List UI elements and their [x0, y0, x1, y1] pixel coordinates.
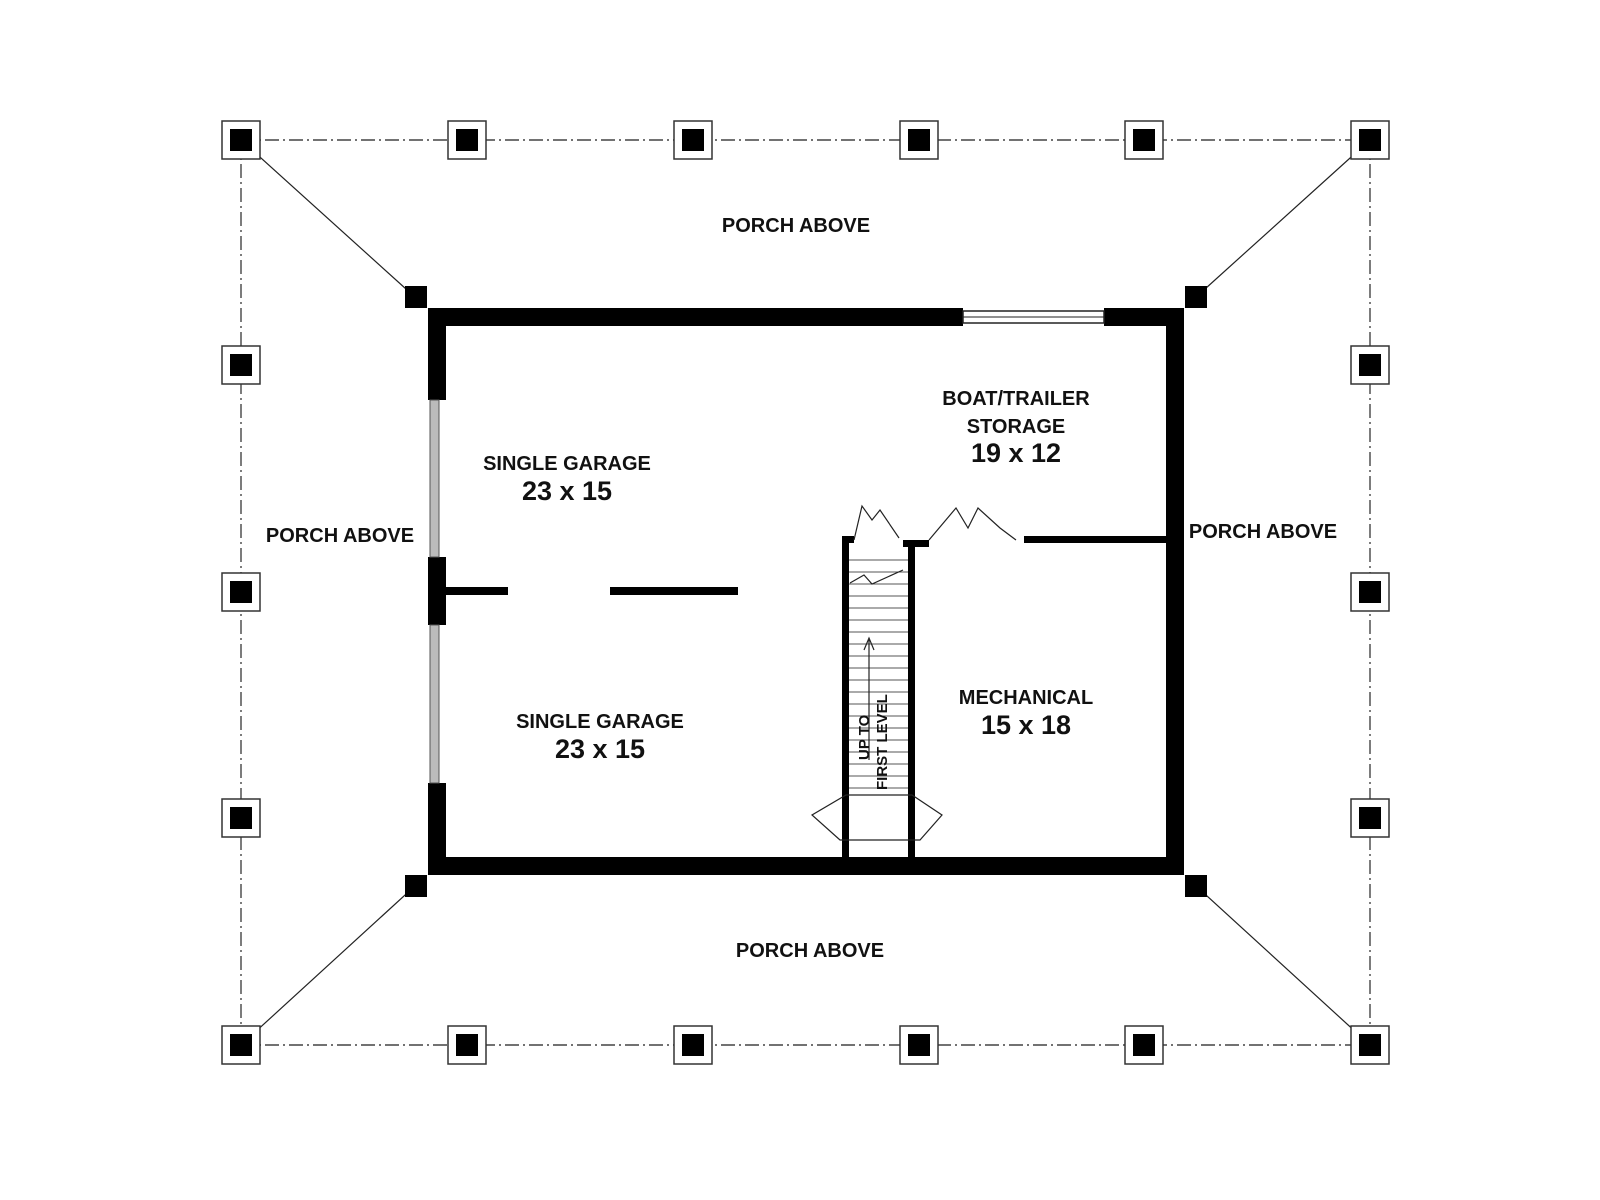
mechanical-name: MECHANICAL — [959, 687, 1093, 709]
porch-above-left: PORCH ABOVE — [266, 525, 414, 547]
bifold-doors — [853, 504, 1017, 541]
porch-above-right: PORCH ABOVE — [1189, 521, 1337, 543]
porch-outline — [240, 139, 1371, 1046]
porch-post — [1350, 1025, 1390, 1065]
exterior-walls — [428, 308, 1184, 875]
garage-bottom-name: SINGLE GARAGE — [516, 711, 684, 733]
porch-post — [1350, 572, 1390, 612]
garage-bottom-size: 23 x 15 — [555, 734, 645, 764]
porch-post — [899, 120, 939, 160]
boat-storage-name-1: BOAT/TRAILER — [942, 388, 1090, 410]
porch-post — [1124, 120, 1164, 160]
porch-post — [1350, 120, 1390, 160]
porch-post — [221, 345, 261, 385]
porch-post — [673, 1025, 713, 1065]
staircase — [849, 559, 908, 789]
stair-landing — [810, 794, 943, 841]
porch-posts — [221, 120, 1390, 1065]
porch-post — [1350, 798, 1390, 838]
mechanical-size: 15 x 18 — [981, 710, 1071, 740]
stair-arrow — [849, 569, 904, 760]
boat-storage-size: 19 x 12 — [971, 438, 1061, 468]
garage-door-top — [429, 399, 440, 558]
porch-post — [221, 798, 261, 838]
porch-post — [221, 120, 261, 160]
garage-door-bottom — [429, 624, 440, 784]
porch-post — [1350, 345, 1390, 385]
boat-storage-name-2: STORAGE — [967, 416, 1066, 438]
porch-post — [221, 1025, 261, 1065]
interior-walls — [446, 536, 1166, 857]
porch-above-bottom: PORCH ABOVE — [736, 940, 884, 962]
garage-top-size: 23 x 15 — [522, 476, 612, 506]
porch-post — [447, 1025, 487, 1065]
porch-post — [221, 572, 261, 612]
porch-post — [899, 1025, 939, 1065]
roof-hip-lines — [240, 139, 1371, 1046]
porch-above-top: PORCH ABOVE — [722, 215, 870, 237]
building-corner-posts — [405, 286, 1207, 897]
porch-post — [673, 120, 713, 160]
garage-top-name: SINGLE GARAGE — [483, 453, 651, 475]
stair-label-1: UP TO — [856, 714, 873, 760]
porch-post — [447, 120, 487, 160]
porch-post — [1124, 1025, 1164, 1065]
stair-label-2: FIRST LEVEL — [874, 694, 891, 790]
